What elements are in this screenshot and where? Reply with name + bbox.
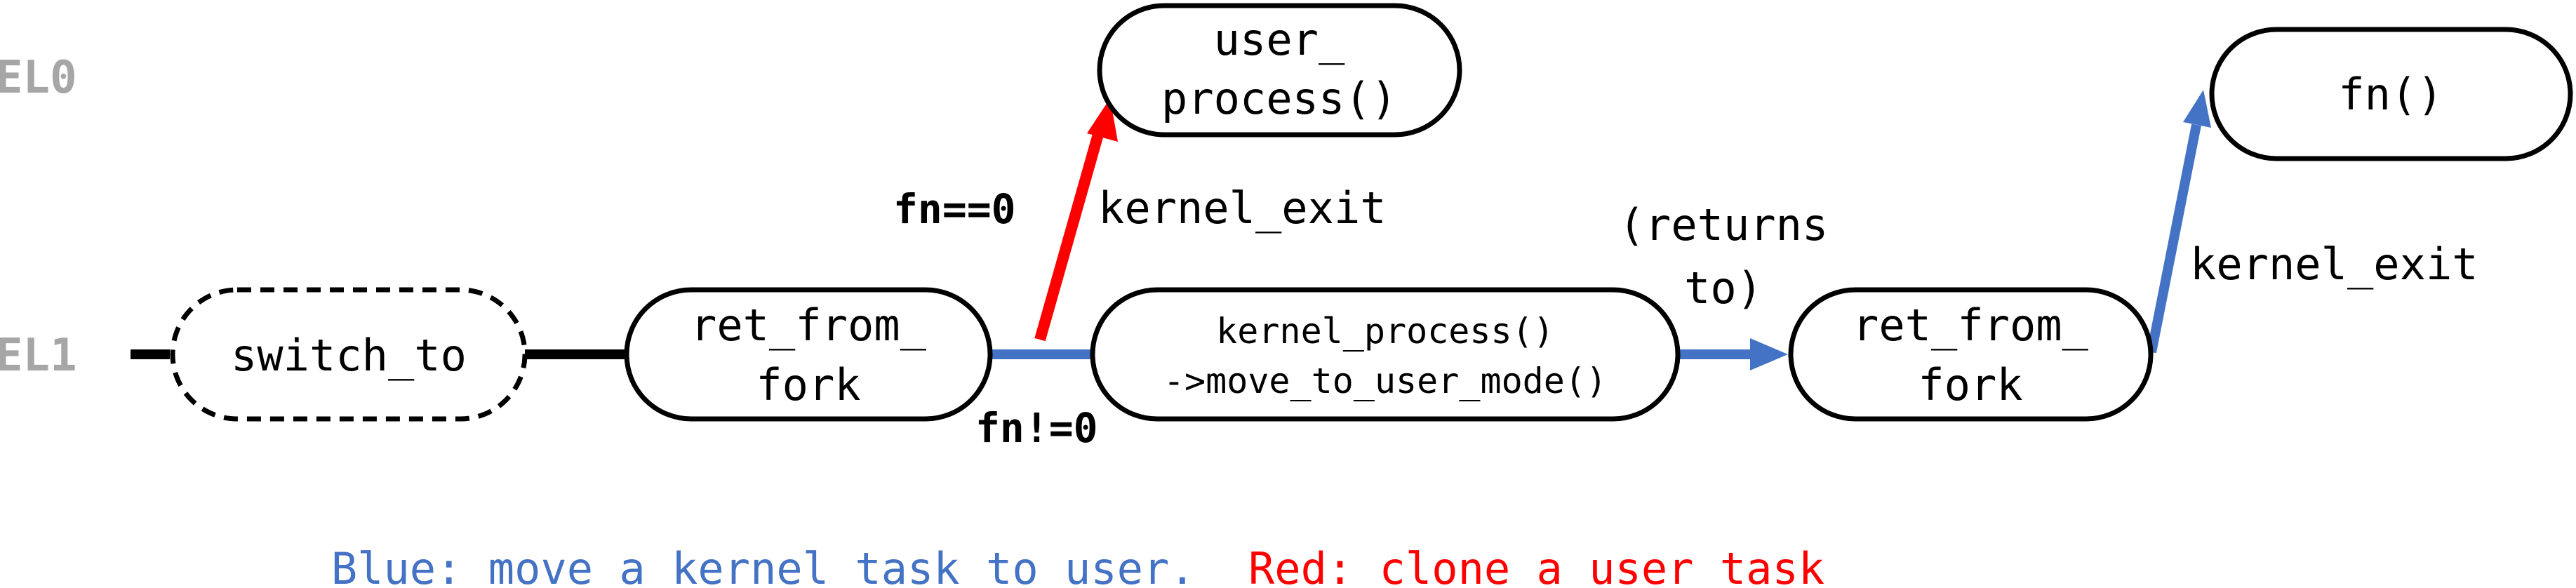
ret-from-fork-2-line2: fork — [1918, 359, 2022, 410]
kernel-exit-label-2: kernel_exit — [2190, 239, 2478, 290]
blue-arrowhead-fn — [2183, 90, 2211, 128]
user-process-line2: process() — [1161, 73, 1397, 124]
el0-label: EL0 — [0, 52, 77, 104]
switch-to-node — [170, 287, 528, 422]
ret-from-fork-2-line1: ret_from_ — [1853, 300, 2089, 351]
ret-from-fork-1-line2: fork — [756, 359, 860, 410]
legend: Blue: move a kernel task to user. Red: c… — [331, 543, 1824, 588]
ret-from-fork-1-line1: ret_from_ — [690, 300, 927, 351]
cond-fn-zero: fn==0 — [893, 185, 1016, 233]
kernel-process-node — [1090, 287, 1681, 422]
blue-arrowhead-returns — [1750, 338, 1788, 370]
el1-label: EL1 — [0, 330, 77, 382]
cond-fn-nonzero: fn!=0 — [975, 404, 1098, 452]
switch-to-label: switch_to — [231, 330, 467, 381]
red-arrow-to-user-process — [1034, 130, 1105, 342]
fn-label: fn() — [2338, 69, 2443, 120]
user-process-node — [1097, 3, 1462, 138]
blue-arrow-to-fn — [2147, 123, 2201, 354]
returns-to-line1: (returns — [1619, 199, 1829, 250]
kernel-exit-label-1: kernel_exit — [1098, 182, 1387, 234]
legend-blue: Blue: move a kernel task to user. — [331, 543, 1196, 588]
ret-from-fork-node-1 — [624, 287, 993, 422]
ret-from-fork-node-2 — [1788, 287, 2154, 422]
kernel-process-line1: kernel_process() — [1216, 311, 1554, 352]
returns-to-line2: to) — [1684, 262, 1763, 314]
legend-red: Red: clone a user task — [1248, 543, 1824, 588]
kernel-process-line2: ->move_to_user_mode() — [1163, 361, 1607, 401]
user-process-line1: user_ — [1214, 14, 1345, 65]
fn-node — [2209, 27, 2573, 161]
